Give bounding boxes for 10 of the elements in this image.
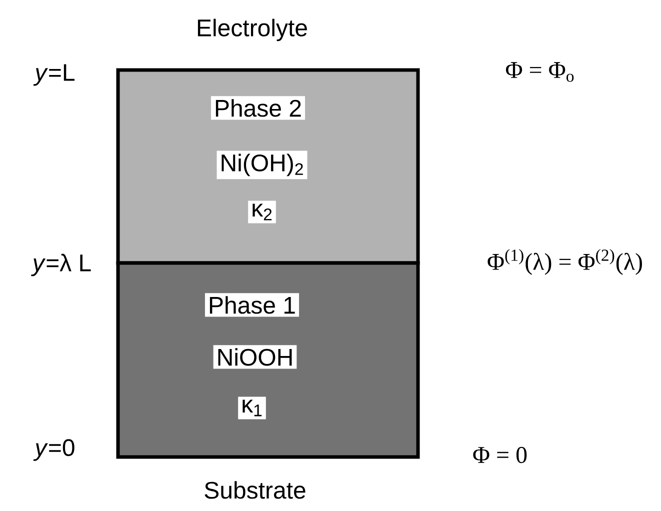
label: Φ = Φ$_{o}$	[506, 62, 574, 82]
label: y=λ L	[31, 254, 91, 276]
label: y=0	[33, 439, 74, 461]
label: y=L	[33, 64, 74, 86]
label: Φ$^{(1)}$(λ) = Φ$^{(2)}$(λ)	[488, 249, 642, 275]
phase-band: Phase 1 NiOOH κ$_{1}$	[116, 261, 420, 459]
label: Electrolyte	[198, 18, 307, 42]
label: Φ = 0	[473, 446, 527, 464]
phase-band: Phase 2 Ni(OH)$_{2}$ κ$_{2}$	[116, 68, 420, 265]
label: Substrate	[204, 481, 306, 499]
